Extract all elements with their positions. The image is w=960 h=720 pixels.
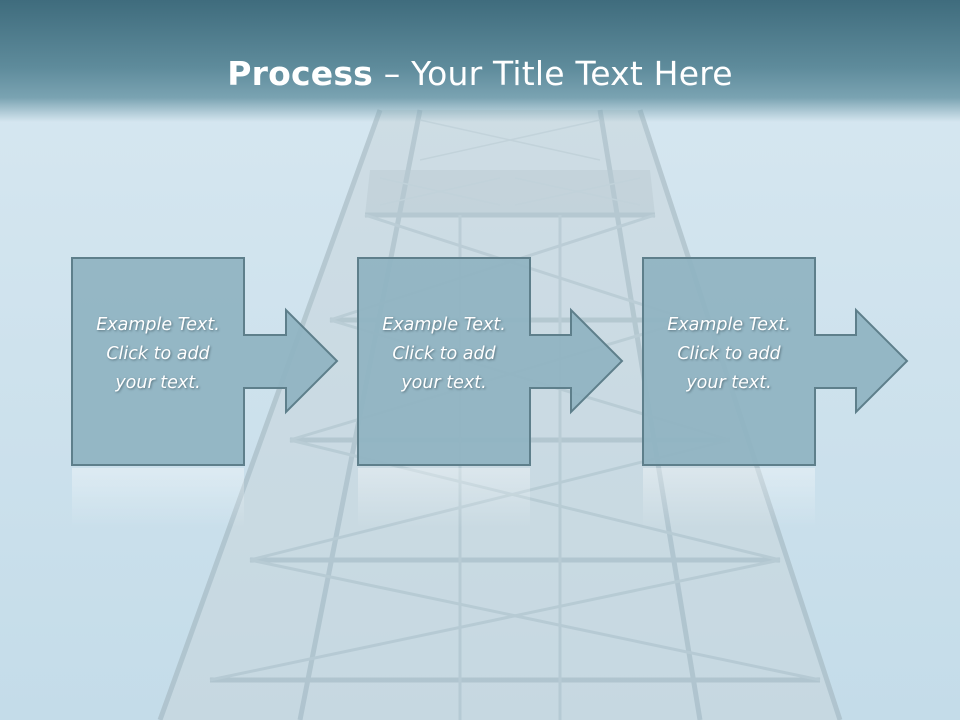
step-3-text[interactable]: Example Text. Click to add your text. [667, 315, 791, 393]
title-bold: Process [227, 54, 374, 93]
title-bar [0, 0, 960, 122]
slide-title[interactable]: Process – Your Title Text Here [0, 52, 960, 96]
step-2-arrow-shape[interactable] [357, 257, 624, 466]
reflection [358, 468, 530, 528]
step-3-arrow-shape[interactable] [642, 257, 909, 466]
title-rest: – Your Title Text Here [373, 54, 733, 93]
step-2-text[interactable]: Example Text. Click to add your text. [382, 315, 506, 393]
reflection [643, 468, 815, 528]
step-1-text[interactable]: Example Text. Click to add your text. [96, 315, 220, 393]
reflection [72, 468, 244, 528]
step-1-arrow-shape[interactable] [71, 257, 339, 466]
